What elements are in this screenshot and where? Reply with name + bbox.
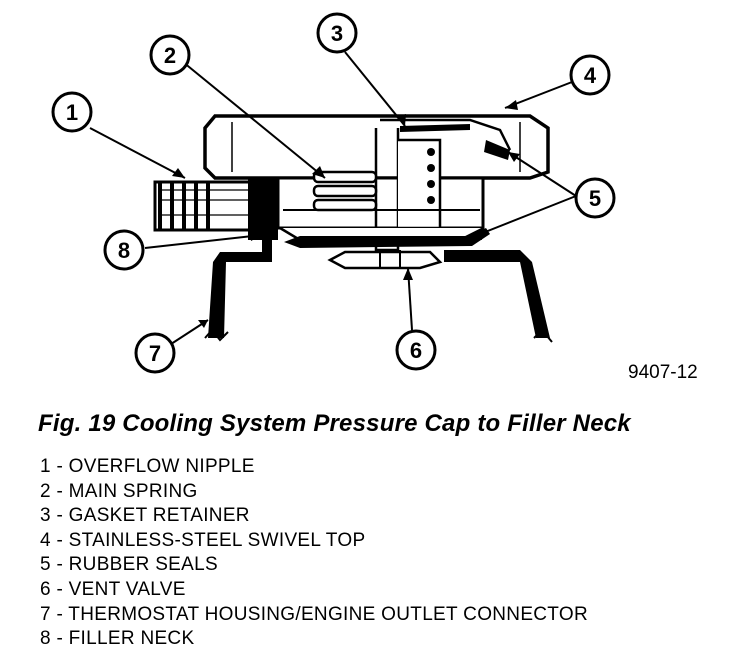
callout-8: 8 xyxy=(103,229,145,271)
callout-label: 6 xyxy=(410,338,422,363)
figure-code: 9407-12 xyxy=(628,362,698,383)
pressure-cap-diagram: 1 2 3 4 5 6 7 8 xyxy=(51,12,616,374)
legend-item: 8 - FILLER NECK xyxy=(40,628,195,650)
legend-item: 7 - THERMOSTAT HOUSING/ENGINE OUTLET CON… xyxy=(40,603,588,625)
callout-5: 5 xyxy=(574,177,616,219)
legend-item: 1 - OVERFLOW NIPPLE xyxy=(40,456,255,477)
legend-item: 2 - MAIN SPRING xyxy=(40,480,198,502)
callout-label: 8 xyxy=(118,238,130,263)
callout-3: 3 xyxy=(316,12,358,54)
rubber-seals xyxy=(284,124,510,248)
cap-body xyxy=(276,118,512,252)
legend-list: 1 - OVERFLOW NIPPLE 2 - MAIN SPRING 3 - … xyxy=(40,455,588,652)
callout-label: 5 xyxy=(589,186,601,211)
main-spring xyxy=(312,170,378,212)
legend-item: 6 - VENT VALVE xyxy=(40,578,186,600)
callout-4: 4 xyxy=(569,54,611,96)
callout-label: 7 xyxy=(149,341,161,366)
callout-2: 2 xyxy=(149,34,191,76)
vent-valve xyxy=(327,250,443,270)
callout-label: 2 xyxy=(164,43,176,68)
callout-6: 6 xyxy=(395,329,437,371)
filler-neck-housing xyxy=(208,238,550,338)
callout-label: 1 xyxy=(66,100,78,125)
callout-label: 3 xyxy=(331,21,343,46)
housing-break-lines xyxy=(204,328,553,343)
legend-item: 4 - STAINLESS-STEEL SWIVEL TOP xyxy=(40,529,366,551)
legend-item: 5 - RUBBER SEALS xyxy=(40,554,218,576)
overflow-nipple xyxy=(153,170,278,240)
callout-1: 1 xyxy=(51,91,93,133)
legend-item: 3 - GASKET RETAINER xyxy=(40,505,250,527)
figure-caption: Fig. 19 Cooling System Pressure Cap to F… xyxy=(38,410,631,437)
callout-7: 7 xyxy=(134,332,176,374)
vent-spring xyxy=(427,148,435,204)
callout-label: 4 xyxy=(584,63,597,88)
leader-arrowheads xyxy=(172,100,520,328)
